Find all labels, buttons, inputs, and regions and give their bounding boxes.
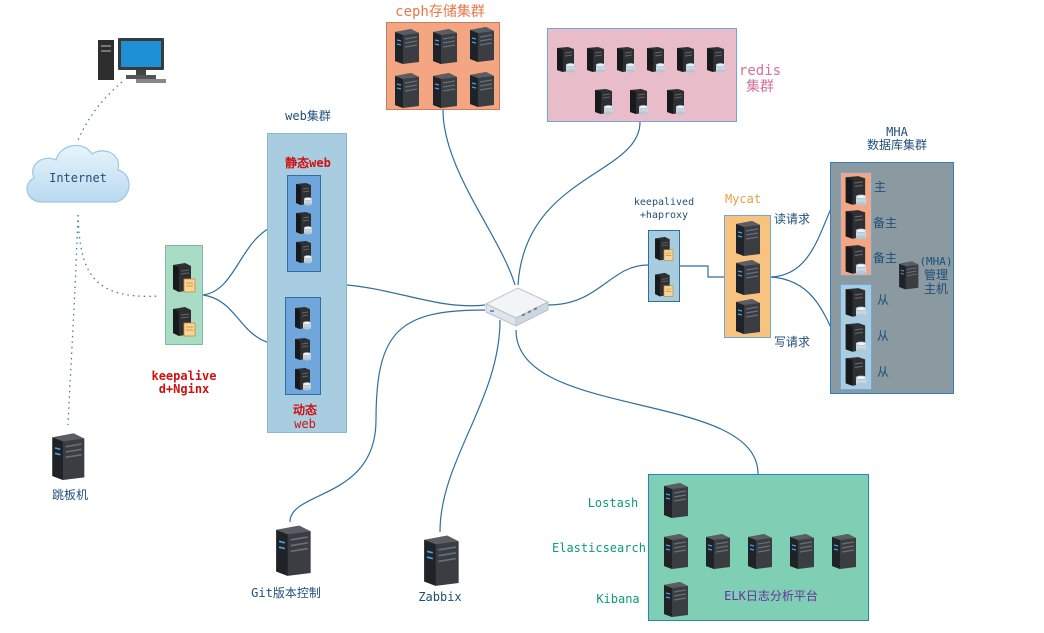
keepalived-nginx-label-2: d+Nginx	[158, 382, 210, 396]
static-web-server-2-icon	[294, 211, 314, 235]
elasticsearch-label: Elasticsearch	[552, 541, 646, 555]
mycat-server-2-icon	[732, 259, 762, 295]
dynamic-web-server-1-icon	[293, 306, 313, 330]
keepalived-haproxy-label-1: keepalived	[633, 197, 695, 208]
mha-manager-label-1: (MHA)	[919, 255, 953, 268]
kibana-server-icon	[660, 580, 690, 618]
haproxy-server-1-icon	[653, 236, 675, 262]
dotted-cloud-nginx	[77, 214, 161, 297]
backup-master-label-1: 备主	[872, 216, 897, 230]
internet-label: Internet	[49, 171, 107, 185]
wire-switch-haproxy	[547, 264, 649, 306]
wire-haproxy-mycat	[680, 265, 724, 278]
jump-host-label: 跳板机	[51, 488, 88, 502]
redis-server-9-icon	[665, 88, 687, 116]
logstash-server-icon	[660, 481, 690, 519]
redis-server-6-icon	[705, 46, 727, 74]
zabbix-label: Zabbix	[418, 590, 462, 604]
mha-title-1: MHA	[886, 125, 908, 139]
kibana-label: Kibana	[596, 592, 640, 606]
dynamic-web-server-2-icon	[293, 337, 313, 361]
haproxy-server-2-icon	[653, 272, 675, 298]
logstash-label: Lostash	[587, 496, 639, 510]
db-master-server-icon	[843, 175, 869, 207]
elasticsearch-server-1-icon	[660, 532, 690, 570]
wire-ceph-switch	[442, 109, 516, 286]
nginx-server-1-icon	[171, 262, 197, 294]
db-backup-master-1-server-icon	[843, 209, 869, 241]
static-web-server-1-icon	[294, 182, 314, 206]
redis-server-3-icon	[615, 46, 637, 74]
jump-host-server-icon	[47, 430, 87, 482]
ceph-title: ceph存储集群	[395, 4, 485, 20]
slave-label-1: 从	[876, 293, 889, 307]
wire-web-switch	[346, 284, 486, 307]
ceph-server-2-icon	[429, 28, 459, 64]
ceph-server-4-icon	[391, 72, 421, 108]
mha-manager-server-icon	[896, 260, 920, 290]
ceph-server-1-icon	[391, 28, 421, 64]
ceph-server-3-icon	[466, 26, 496, 62]
dynamic-web-server-3-icon	[293, 367, 313, 391]
dynamic-web-label-1: 动态	[292, 403, 317, 417]
dynamic-web-label-2: web	[294, 417, 316, 431]
wire-switch-zabbix	[439, 319, 501, 533]
read-request-label: 读请求	[773, 212, 810, 226]
elasticsearch-server-2-icon	[702, 532, 732, 570]
desktop-pc-icon	[96, 36, 176, 86]
mha-title-2: 数据库集群	[866, 138, 927, 152]
static-web-server-3-icon	[294, 240, 314, 264]
elasticsearch-server-5-icon	[828, 532, 858, 570]
elasticsearch-server-3-icon	[744, 532, 774, 570]
redis-server-4-icon	[645, 46, 667, 74]
mycat-label: Mycat	[724, 192, 762, 206]
ceph-server-5-icon	[429, 72, 459, 108]
db-slave-2-server-icon	[843, 322, 869, 354]
core-switch-icon	[482, 282, 552, 328]
wire-redis-switch	[517, 121, 641, 286]
ceph-server-6-icon	[466, 71, 496, 107]
static-web-label: 静态web	[285, 156, 331, 170]
redis-server-7-icon	[593, 88, 615, 116]
nginx-server-2-icon	[171, 306, 197, 338]
redis-server-8-icon	[628, 88, 650, 116]
mha-manager-label-3: 主机	[923, 282, 948, 296]
redis-server-1-icon	[555, 46, 577, 74]
db-backup-master-2-server-icon	[843, 244, 869, 276]
mycat-server-1-icon	[732, 220, 762, 256]
internet-cloud-icon	[20, 132, 136, 216]
redis-label-1: redis	[738, 63, 782, 79]
mha-manager-label-2: 管理	[923, 268, 948, 282]
elk-label: ELK日志分析平台	[724, 589, 818, 603]
redis-label-2: 集群	[746, 79, 774, 95]
redis-server-5-icon	[675, 46, 697, 74]
redis-server-2-icon	[585, 46, 607, 74]
wire-switch-git	[289, 309, 486, 523]
master-label: 主	[873, 180, 886, 194]
db-slave-1-server-icon	[843, 287, 869, 319]
db-slave-3-server-icon	[843, 356, 869, 388]
keepalived-haproxy-label-2: +haproxy	[639, 210, 689, 221]
dotted-cloud-jump	[67, 214, 79, 426]
mycat-server-3-icon	[732, 298, 762, 334]
elasticsearch-server-4-icon	[786, 532, 816, 570]
slave-label-2: 从	[876, 329, 889, 343]
git-server-icon	[270, 522, 314, 578]
write-request-label: 写请求	[773, 335, 810, 349]
keepalived-nginx-label-1: keepalive	[151, 369, 217, 383]
backup-master-label-2: 备主	[872, 251, 897, 265]
wire-switch-elk	[515, 329, 759, 475]
web-cluster-title: web集群	[285, 109, 331, 123]
slave-label-3: 从	[876, 365, 889, 379]
zabbix-server-icon	[418, 532, 462, 588]
git-label: Git版本控制	[251, 586, 321, 600]
